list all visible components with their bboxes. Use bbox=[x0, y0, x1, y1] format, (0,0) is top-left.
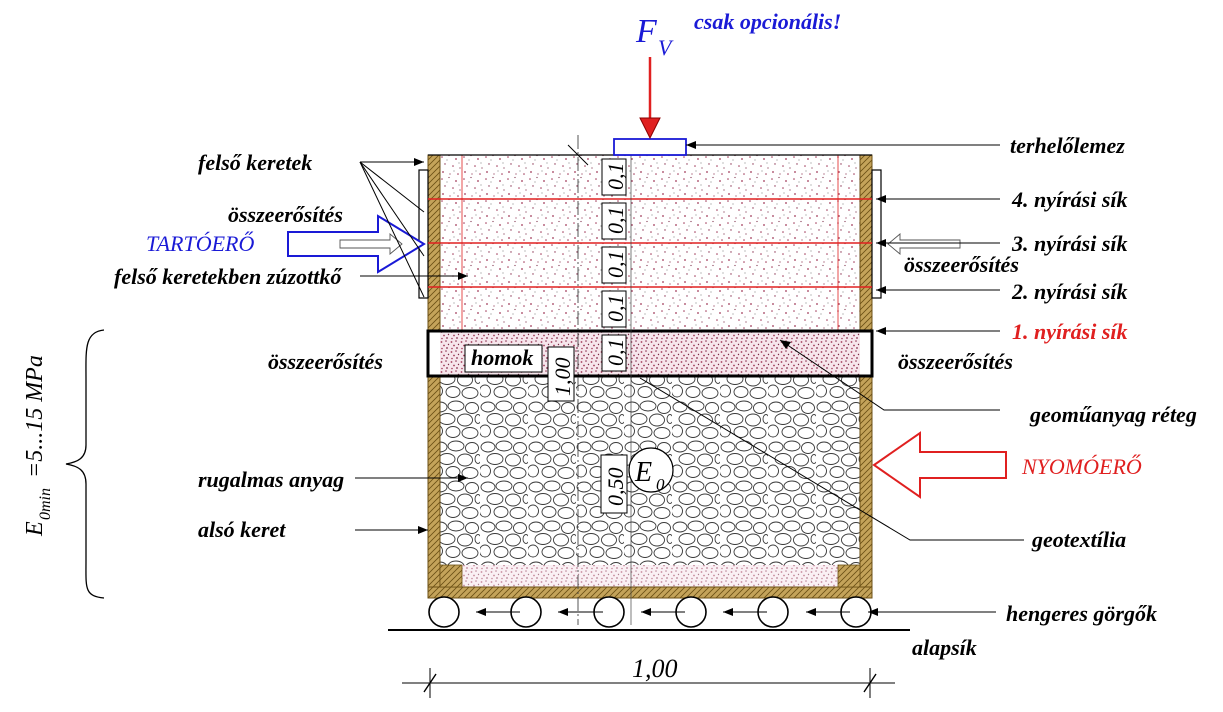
lower-frame-corner-right bbox=[837, 564, 861, 588]
layer-dimension-3-text: 0,1 bbox=[603, 251, 628, 279]
geosynthetic-label: geoműanyag réteg bbox=[1029, 402, 1197, 427]
elastic-material-label: rugalmas anyag bbox=[198, 467, 344, 492]
base-plane-label: alapsík bbox=[912, 635, 977, 660]
bottom-sand-strip bbox=[440, 565, 860, 587]
layer-dimension-4: 0,1 bbox=[601, 290, 628, 328]
leader-arrowhead bbox=[458, 474, 468, 482]
load-plate-label: terhelőlemez bbox=[1010, 133, 1125, 158]
upper-frames-gravel-label: felső keretekben zúzottkő bbox=[114, 264, 343, 289]
optional-note: csak opcionális! bbox=[694, 9, 841, 34]
e0-subscript: 0 bbox=[656, 475, 665, 494]
layer-dimension-4-text: 0,1 bbox=[603, 295, 628, 323]
layer-dimension-5: 0,1 bbox=[601, 334, 628, 372]
modulus-subscript: 0min bbox=[37, 488, 54, 520]
lower-frame-right-wall bbox=[859, 375, 873, 599]
sand-label: homok bbox=[471, 345, 533, 370]
width-dimension-text: 1,00 bbox=[632, 654, 678, 683]
reinforcement-label-mid-left: összeerősítés bbox=[268, 349, 383, 374]
width-dimension-slash-right bbox=[863, 673, 877, 693]
leader-arrowhead bbox=[418, 526, 428, 534]
sand-label-box bbox=[464, 344, 543, 373]
layer-dimension-3: 0,1 bbox=[601, 246, 628, 284]
right-leader-lines bbox=[639, 144, 1024, 613]
reinforcement-plate-right bbox=[871, 169, 882, 299]
layer-dimension-5-text: 0,1 bbox=[603, 339, 628, 367]
leader-arrowhead bbox=[876, 327, 886, 335]
roller-1 bbox=[428, 596, 460, 628]
load-plate bbox=[613, 138, 687, 156]
e0-circle bbox=[628, 447, 674, 493]
reinforcement-label-upper-left: összeerősítés bbox=[228, 202, 343, 227]
geosynthetic-layer-frame bbox=[426, 329, 874, 378]
rollers-label: hengeres görgők bbox=[1006, 601, 1157, 626]
modulus-e: E bbox=[22, 521, 48, 537]
layer-dimension-1: 0,1 bbox=[601, 158, 628, 196]
elastic-height-dimension: 0,50 bbox=[600, 454, 628, 514]
left-leader-lines bbox=[355, 161, 468, 531]
upper-frames-label: felső keretek bbox=[198, 150, 312, 175]
layer-dimension-2-text: 0,1 bbox=[603, 207, 628, 235]
lower-frame-label: alsó keret bbox=[198, 517, 286, 542]
layer-dimension-2: 0,1 bbox=[601, 202, 628, 240]
e0-label: E bbox=[634, 457, 652, 488]
layer-dimension-1-text: 0,1 bbox=[603, 163, 628, 191]
leader-arrowhead bbox=[876, 286, 886, 294]
lower-frame-bottom bbox=[427, 586, 873, 599]
modulus-brace bbox=[65, 329, 105, 599]
leader-arrowhead bbox=[458, 272, 468, 280]
right-reinforcement-small-arrow bbox=[887, 233, 961, 255]
force-subscript: V bbox=[658, 35, 674, 60]
modulus-label-group: E 0min =5...15 MPa bbox=[22, 355, 54, 537]
width-dimension-slash-left bbox=[423, 673, 437, 693]
reinforcement-label-right-mid: összeerősítés bbox=[898, 349, 1013, 374]
top-tick bbox=[567, 144, 589, 166]
leader-arrowhead bbox=[686, 141, 696, 149]
reinforcement-plate-left bbox=[418, 169, 429, 299]
elastic-height-dimension-text: 0,50 bbox=[603, 468, 628, 507]
leader-arrowhead bbox=[780, 340, 791, 349]
reinforcement-label-right-upper: összeerősítés bbox=[904, 252, 1019, 277]
leader-arrowhead bbox=[876, 239, 886, 247]
force-label: F bbox=[635, 13, 658, 50]
support-force-label: TARTÓERŐ bbox=[146, 231, 254, 256]
vertical-force-arrowhead bbox=[639, 117, 661, 140]
height-dimension-text: 1,00 bbox=[550, 358, 575, 397]
compression-force-arrow bbox=[872, 431, 1007, 499]
shear-plane-1-label: 1. nyírási sík bbox=[1012, 319, 1128, 344]
left-reinforcement-small-arrow bbox=[339, 233, 403, 255]
roller-arrowheads bbox=[476, 608, 816, 616]
lower-frame-left-wall bbox=[427, 375, 441, 599]
shear-plane-4-label: 4. nyírási sík bbox=[1011, 187, 1128, 212]
modulus-range: =5...15 MPa bbox=[22, 355, 48, 478]
leader-arrowhead bbox=[868, 608, 878, 616]
geotextile-label: geotextília bbox=[1031, 527, 1126, 552]
inner-red-guides bbox=[461, 155, 839, 331]
leader-arrowhead bbox=[876, 195, 886, 203]
compression-force-label: NYOMÓERŐ bbox=[1021, 454, 1142, 479]
leader-arrowhead bbox=[414, 158, 424, 166]
height-dimension: 1,00 bbox=[547, 346, 575, 402]
shear-plane-3-label: 3. nyírási sík bbox=[1011, 231, 1128, 256]
lower-frame-corner-left bbox=[439, 564, 463, 588]
shear-plane-2-label: 2. nyírási sík bbox=[1011, 279, 1128, 304]
